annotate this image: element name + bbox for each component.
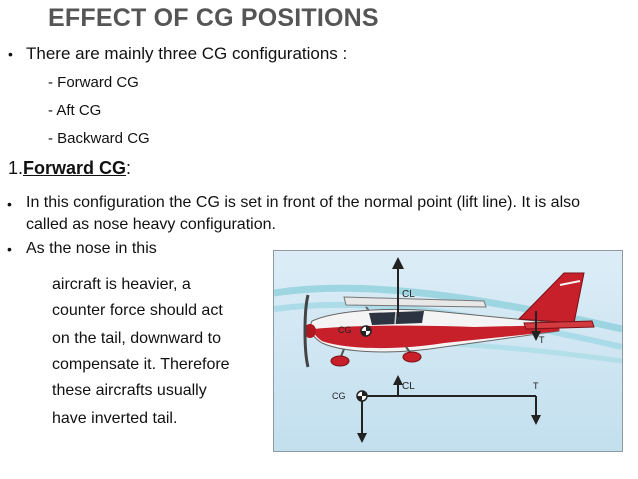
horizontal-stabilizer bbox=[523, 320, 595, 330]
propeller-blade bbox=[303, 294, 310, 368]
cl-label-lower: CL bbox=[402, 381, 415, 392]
section-number: 1. bbox=[8, 158, 24, 178]
intro-bullet: • There are mainly three CG configuratio… bbox=[8, 44, 348, 64]
nose-gear-wheel bbox=[330, 355, 350, 367]
config-backward: - Backward CG bbox=[48, 130, 150, 147]
tail-fin-stripe bbox=[559, 280, 581, 286]
spinner bbox=[304, 324, 316, 338]
config-forward: - Forward CG bbox=[48, 74, 139, 91]
fuselage-stripe bbox=[313, 325, 560, 349]
cg-marker-upper-quarter bbox=[366, 326, 371, 331]
bullet-2-line-6: these aircrafts usually bbox=[52, 382, 207, 399]
cg-marker-lower-quarter bbox=[362, 391, 367, 396]
section-heading: 1.Forward CG: bbox=[8, 158, 131, 179]
cg-marker-upper-quarter-2 bbox=[361, 331, 366, 336]
bullet-2-line-3: counter force should act bbox=[52, 302, 223, 319]
t-label-upper: T bbox=[539, 335, 545, 345]
window-frame bbox=[394, 311, 397, 325]
intro-bullet-text: There are mainly three CG configurations… bbox=[26, 44, 348, 63]
bullet-symbol: • bbox=[7, 196, 12, 212]
lift-arrowhead-upper bbox=[392, 257, 404, 269]
bullet-symbol: • bbox=[7, 241, 12, 257]
aircraft-illustration: CL CG T CL CG T bbox=[274, 251, 622, 451]
bullet-2-line-4: on the tail, downward to bbox=[52, 330, 221, 347]
bullet-2-line-2: aircraft is heavier, a bbox=[52, 276, 191, 293]
bullet-2-line-7: have inverted tail. bbox=[52, 410, 178, 427]
cg-label-upper: CG bbox=[338, 325, 352, 335]
cg-marker-lower-quarter-2 bbox=[357, 396, 362, 401]
bullet-2-line-1: As the nose in this bbox=[26, 240, 157, 257]
weight-arrowhead-lower bbox=[357, 433, 367, 443]
forward-cg-diagram: CL CG T CL CG T bbox=[273, 250, 623, 452]
bullet-2-line-5: compensate it. Therefore bbox=[52, 356, 230, 373]
main-gear-wheel bbox=[402, 351, 422, 363]
bullet-paragraph-2: • As the nose in this bbox=[7, 240, 157, 258]
aircraft-wing bbox=[343, 296, 487, 308]
bullet-paragraph-1: • In this configuration the CG is set in… bbox=[7, 192, 606, 236]
tail-force-arrowhead-upper bbox=[531, 331, 541, 341]
t-label-lower: T bbox=[533, 381, 539, 391]
config-aft: - Aft CG bbox=[48, 102, 102, 119]
slide-title: EFFECT OF CG POSITIONS bbox=[48, 4, 379, 32]
tail-force-arrowhead-lower bbox=[531, 415, 541, 425]
cl-label-upper: CL bbox=[402, 289, 415, 300]
lift-arrowhead-lower bbox=[393, 375, 403, 385]
cg-label-lower: CG bbox=[332, 391, 346, 401]
cockpit-window bbox=[369, 311, 424, 325]
bullet-1-text: In this configuration the CG is set in f… bbox=[26, 194, 581, 233]
bullet-symbol: • bbox=[8, 46, 13, 62]
section-colon: : bbox=[126, 158, 132, 178]
section-title: Forward CG bbox=[23, 158, 127, 178]
